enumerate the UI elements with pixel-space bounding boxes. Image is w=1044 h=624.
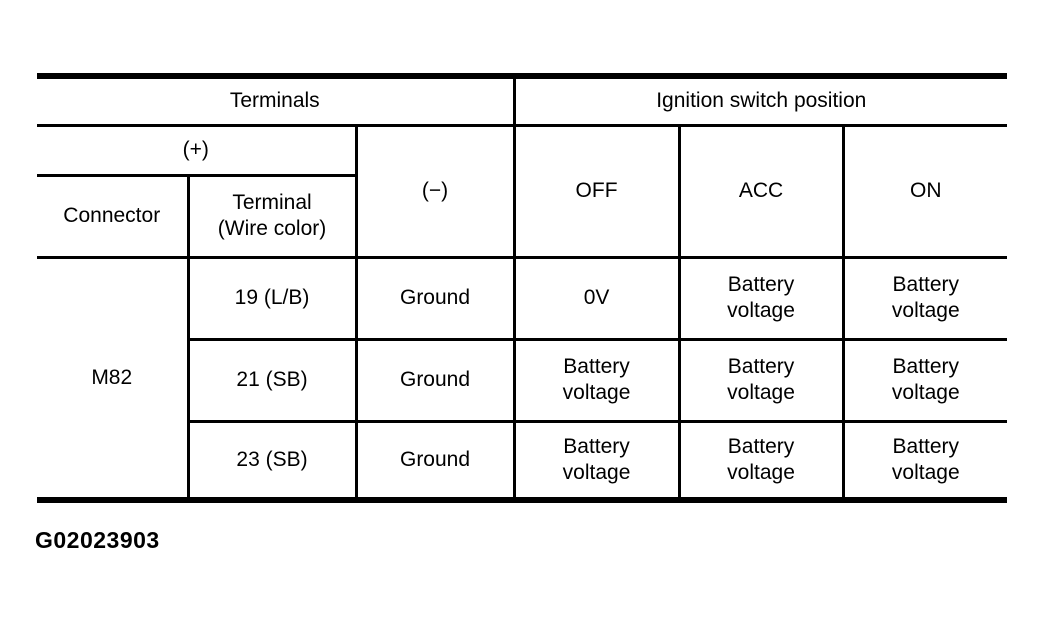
terminal-voltage-table-wrap: Terminals Ignition switch position (+) (…: [35, 73, 1009, 503]
cell-on-voltage: Battery voltage: [841, 337, 1009, 423]
figure-id: G02023903: [35, 527, 160, 553]
header-connector: Connector: [35, 173, 190, 259]
cell-terminal: 19 (L/B): [186, 255, 358, 341]
header-plus: (+): [35, 123, 358, 177]
header-off: OFF: [512, 123, 681, 259]
header-terminals: Terminals: [35, 77, 516, 127]
terminal-voltage-table: Terminals Ignition switch position (+) (…: [35, 77, 1009, 499]
cell-on-voltage: Battery voltage: [841, 419, 1009, 499]
cell-terminal: 21 (SB): [186, 337, 358, 423]
cell-acc-voltage: Battery voltage: [677, 337, 845, 423]
cell-minus: Ground: [354, 419, 516, 499]
header-row-groups: Terminals Ignition switch position: [35, 77, 1009, 127]
header-row-connector: Connector Terminal (Wire color): [35, 173, 1007, 259]
header-acc: ACC: [677, 123, 845, 259]
cell-off-voltage: Battery voltage: [512, 337, 681, 423]
table-row: M82 19 (L/B) Ground 0V Battery voltage B…: [35, 255, 1009, 499]
header-terminal-wire-color: Terminal (Wire color): [186, 173, 358, 259]
header-row-polarity: (+) (−) OFF ACC ON: [35, 123, 1009, 259]
header-ignition-switch-position: Ignition switch position: [512, 77, 1009, 127]
cell-on-voltage: Battery voltage: [841, 255, 1009, 341]
cell-minus: Ground: [354, 255, 516, 341]
cell-minus: Ground: [354, 337, 516, 423]
header-minus: (−): [354, 123, 516, 259]
cell-acc-voltage: Battery voltage: [677, 419, 845, 499]
cell-terminal: 23 (SB): [186, 419, 358, 499]
cell-off-voltage: 0V: [512, 255, 681, 341]
cell-acc-voltage: Battery voltage: [677, 255, 845, 341]
cell-connector: M82: [35, 255, 190, 499]
table-row: 23 (SB) Ground Battery voltage Battery v…: [37, 419, 1009, 499]
header-on: ON: [841, 123, 1009, 259]
table-row: 21 (SB) Ground Battery voltage Battery v…: [37, 337, 1009, 423]
cell-off-voltage: Battery voltage: [512, 419, 681, 499]
